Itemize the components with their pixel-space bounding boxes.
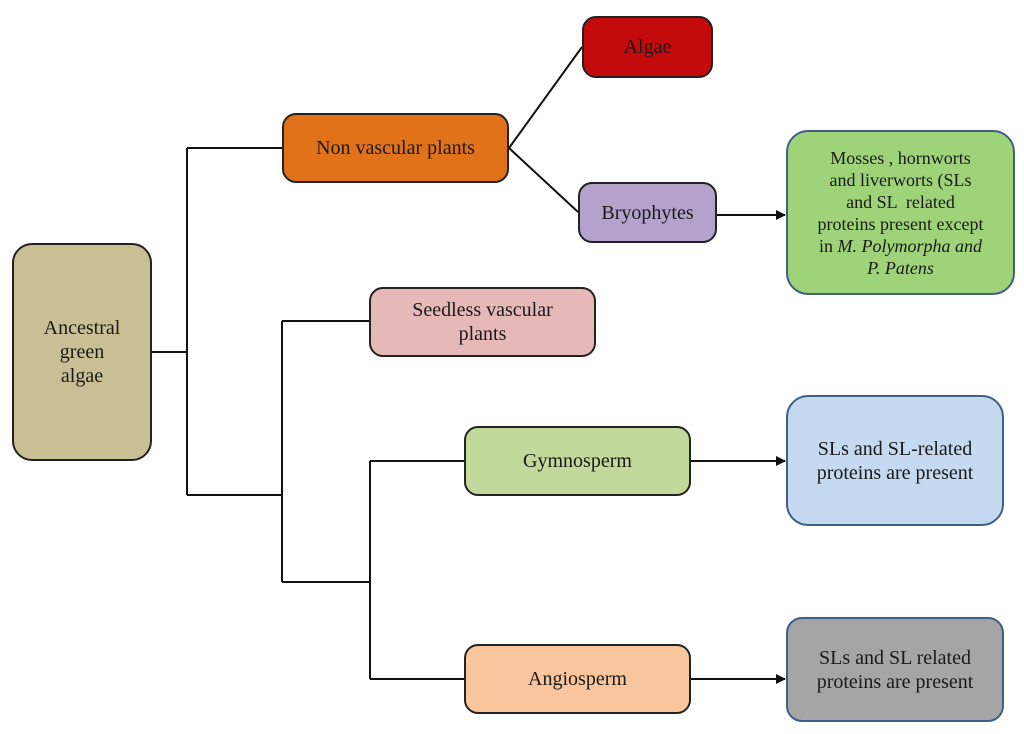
note-angiosperm-text: SLs and SL related proteins are present [816, 646, 974, 693]
note-angiosperm: SLs and SL related proteins are present [786, 617, 1004, 722]
node-gymnosperm: Gymnosperm [464, 426, 691, 496]
node-non-vascular-plants: Non vascular plants [282, 113, 509, 183]
note-bryophytes-line-2: and liverworts (SLs [829, 169, 972, 190]
note-bryophytes-line-4: proteins present except [817, 213, 984, 234]
note-bryophytes-line-1: Mosses , hornworts [830, 147, 971, 168]
node-gymnosperm-label: Gymnosperm [523, 450, 632, 472]
connector-to-algae [508, 46, 583, 149]
connector-to-bryophytes [508, 147, 579, 213]
node-bryophytes: Bryophytes [578, 182, 717, 243]
note-bryophytes-species-1: M. Polymorpha and [837, 235, 982, 256]
note-bryophytes-line-3: and SL related [846, 191, 955, 212]
node-seedless-vascular-plants-label: Seedless vascular plants [412, 299, 553, 345]
node-angiosperm: Angiosperm [464, 644, 691, 714]
node-algae: Algae [582, 16, 713, 78]
node-angiosperm-label: Angiosperm [528, 668, 627, 690]
node-non-vascular-plants-label: Non vascular plants [316, 137, 475, 159]
note-bryophytes-species-2: P. Patens [867, 257, 934, 278]
node-ancestral-green-algae: Ancestral green algae [12, 243, 152, 461]
note-gymnosperm-text: SLs and SL-related proteins are present [816, 437, 974, 484]
node-algae-label: Algae [623, 36, 672, 58]
note-bryophytes-line-5: in M. Polymorpha and [819, 235, 982, 257]
node-ancestral-green-algae-label: Ancestral green algae [43, 317, 121, 387]
node-bryophytes-label: Bryophytes [601, 201, 694, 224]
node-seedless-vascular-plants: Seedless vascular plants [369, 287, 596, 357]
note-bryophytes: Mosses , hornworts and liverworts (SLs a… [786, 130, 1015, 295]
note-bryophytes-line-5-prefix: in [819, 235, 838, 256]
note-gymnosperm: SLs and SL-related proteins are present [786, 395, 1004, 526]
